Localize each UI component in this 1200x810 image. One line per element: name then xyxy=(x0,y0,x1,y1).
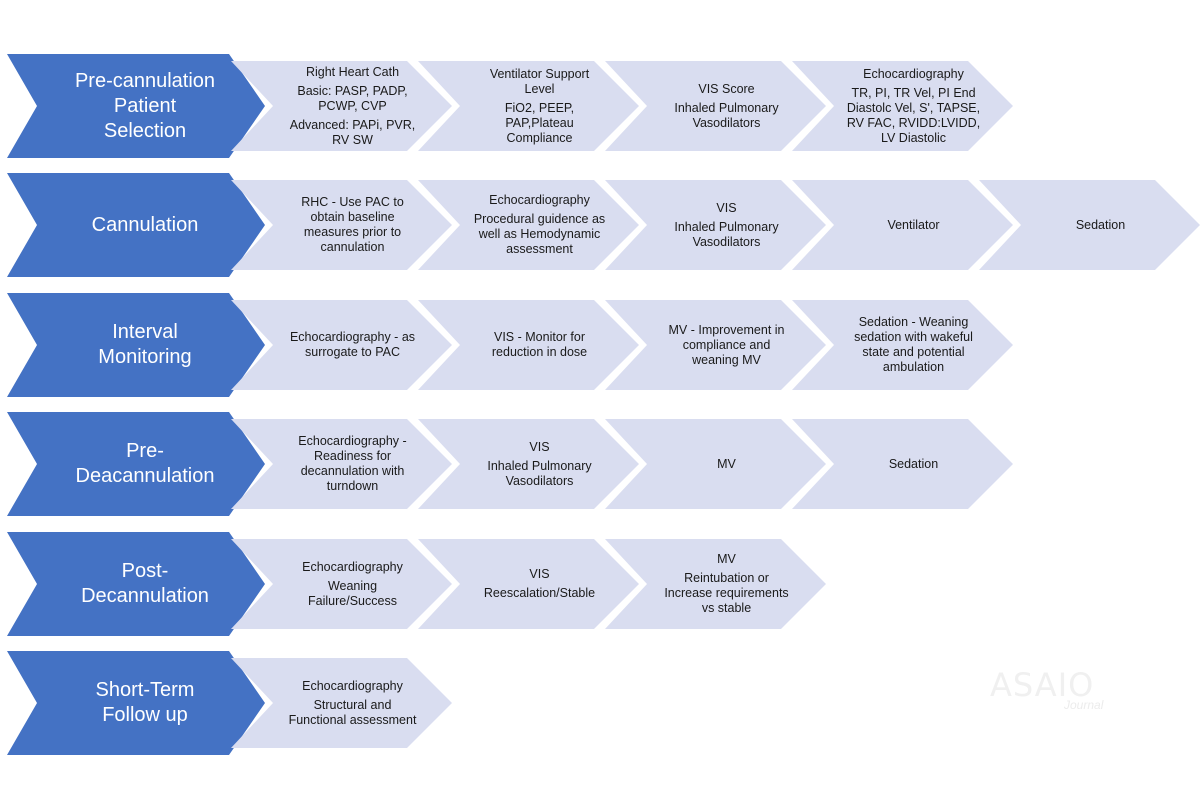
step-text: VIS - Monitor for reduction in dose xyxy=(444,330,614,360)
step-line: Weaning Failure/Success xyxy=(308,578,397,608)
step-line: Inhaled Pulmonary Vasodilators xyxy=(674,100,779,130)
stage-label: Pre-cannulation Patient Selection xyxy=(74,69,216,142)
step-line: Reintubation or Increase requirements vs… xyxy=(664,571,789,615)
step-text: Echocardiography - Readiness for decannu… xyxy=(257,434,427,494)
step-line: Advanced: PAPi, PVR, RV SW xyxy=(289,117,416,147)
stage-label: Cannulation xyxy=(91,213,199,236)
watermark-subtitle: Journal xyxy=(1064,698,1104,712)
stage-label: Short-Term Follow up xyxy=(95,679,195,726)
stage-label: Pre- Deacannulation xyxy=(75,440,215,487)
step-text: VIS Inhaled Pulmonary Vasodilators xyxy=(444,440,614,489)
step-line: Basic: PASP, PADP, PCWP, CVP xyxy=(297,83,408,113)
stage-arrow: Interval Monitoring xyxy=(7,293,265,397)
step-line: TR, PI, TR Vel, PI End Diastolc Vel, S',… xyxy=(846,85,981,145)
step-line: VIS xyxy=(716,200,737,215)
step-line: Inhaled Pulmonary Vasodilators xyxy=(487,458,592,488)
step-text: Echocardiography - as surrogate to PAC xyxy=(257,330,427,360)
step-line: Sedation xyxy=(888,456,939,471)
step-line: VIS xyxy=(529,567,550,581)
step-line: Echocardiography - Readiness for decannu… xyxy=(298,434,407,493)
step-text: MV - Improvement in compliance and weani… xyxy=(631,323,801,368)
step-line: MV xyxy=(717,552,736,566)
journal-watermark: ASAIO Journal xyxy=(990,668,1130,712)
watermark-title: ASAIO xyxy=(990,666,1095,704)
stage-label: Post- Decannulation xyxy=(81,560,209,607)
step-line: Echocardiography xyxy=(302,678,403,693)
step-line: MV xyxy=(717,456,736,471)
step-line: Ventilator xyxy=(887,217,940,232)
stage-label: Interval Monitoring xyxy=(98,321,192,368)
step-text: Sedation xyxy=(1005,218,1175,233)
step-chevron: Sedation - Weaning sedation with wakeful… xyxy=(792,300,1013,390)
step-line: Sedation - Weaning sedation with wakeful… xyxy=(854,315,973,374)
step-line: Echocardiography xyxy=(863,66,964,81)
step-line: Right Heart Cath xyxy=(305,64,400,79)
step-line: FiO2, PEEP, PAP,Plateau Compliance xyxy=(504,100,575,145)
step-text: MV Reintubation or Increase requirements … xyxy=(631,552,801,616)
step-text: VIS Inhaled Pulmonary Vasodilators xyxy=(631,201,801,250)
step-line: MV - Improvement in compliance and weani… xyxy=(668,322,785,367)
step-text: RHC - Use PAC to obtain baseline measure… xyxy=(257,195,427,255)
step-line: Echocardiography - as surrogate to PAC xyxy=(289,330,416,359)
step-text: MV xyxy=(631,457,801,472)
step-line: Inhaled Pulmonary Vasodilators xyxy=(674,219,779,249)
step-line: Echocardiography xyxy=(489,193,590,207)
step-line: Ventilator Support Level xyxy=(489,66,590,96)
step-line: VIS xyxy=(529,439,550,454)
step-line: Procedural guidence as well as Hemodynam… xyxy=(473,212,606,256)
step-text: Sedation xyxy=(818,457,988,472)
step-line: Echocardiography xyxy=(302,559,403,574)
step-chevron: MV Reintubation or Increase requirements … xyxy=(605,539,826,629)
step-line: VIS - Monitor for reduction in dose xyxy=(491,330,588,359)
stage-arrow: Short-Term Follow up xyxy=(7,651,265,755)
stage-arrow: Cannulation xyxy=(7,173,265,277)
step-text: Ventilator xyxy=(818,218,988,233)
stage-arrow: Post- Decannulation xyxy=(7,532,265,636)
step-line: VIS Score xyxy=(698,81,755,96)
step-line: Reescalation/Stable xyxy=(483,586,596,600)
stage-arrow: Pre-cannulation Patient Selection xyxy=(7,54,265,158)
step-line: RHC - Use PAC to obtain baseline measure… xyxy=(301,195,404,254)
step-text: VIS Reescalation/Stable xyxy=(444,567,614,601)
step-chevron: Echocardiography - Readiness for decannu… xyxy=(231,419,452,509)
step-text: Sedation - Weaning sedation with wakeful… xyxy=(818,315,988,375)
step-line: Sedation xyxy=(1075,217,1126,232)
step-line: Structural and Functional assessment xyxy=(288,697,417,727)
stage-arrow: Pre- Deacannulation xyxy=(7,412,265,516)
